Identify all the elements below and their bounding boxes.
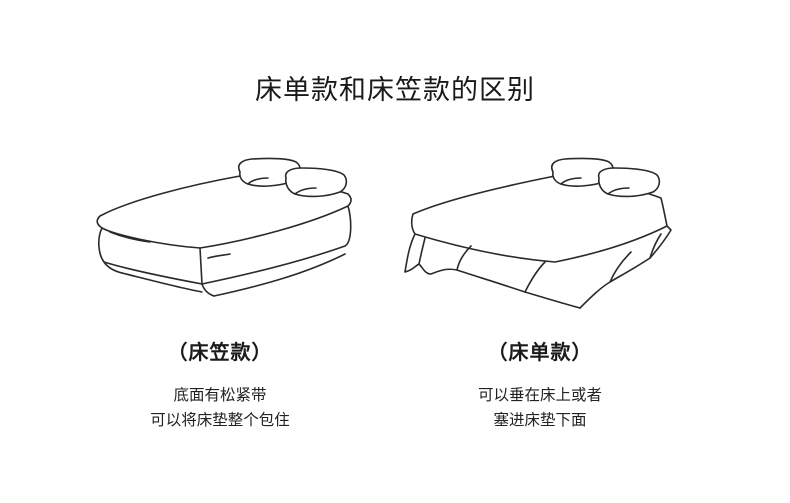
- fitted-sheet-desc-line-2: 可以将床垫整个包住: [150, 411, 290, 429]
- fitted-sheet-bed-illustration: [90, 150, 360, 305]
- fitted-sheet-label: （床笠款）: [167, 340, 273, 364]
- flat-sheet-column: （床单款） 可以垂在床上或者 塞进床垫下面: [390, 336, 690, 433]
- fitted-sheet-description: 底面有松紧带 可以将床垫整个包住: [70, 383, 370, 433]
- flat-sheet-bed-illustration: [395, 150, 680, 315]
- page-title: 床单款和床笠款的区别: [255, 75, 535, 106]
- flat-sheet-description: 可以垂在床上或者 塞进床垫下面: [390, 383, 690, 433]
- flat-sheet-desc-line-1: 可以垂在床上或者: [477, 386, 602, 404]
- flat-sheet-desc-line-2: 塞进床垫下面: [493, 411, 587, 429]
- flat-sheet-label: （床单款）: [487, 340, 593, 364]
- fitted-sheet-desc-line-1: 底面有松紧带: [173, 386, 267, 404]
- fitted-sheet-column: （床笠款） 底面有松紧带 可以将床垫整个包住: [70, 336, 370, 433]
